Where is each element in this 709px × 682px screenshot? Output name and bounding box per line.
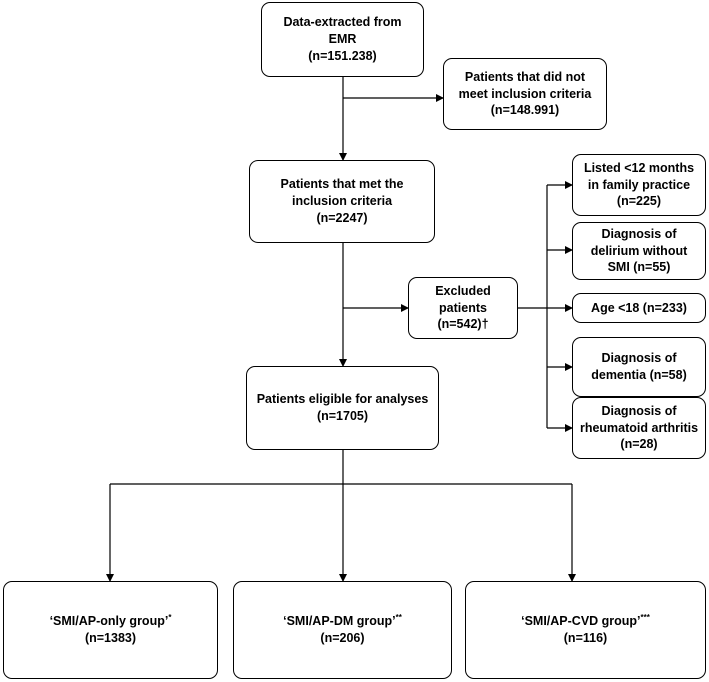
box-extracted: Data-extracted from EMR(n=151.238)	[261, 2, 424, 77]
box-dm-group: ‘SMI/AP-DM group’**(n=206)	[233, 581, 452, 679]
box-eligible: Patients eligible for analyses(n=1705)	[246, 366, 439, 450]
box-only-group: ‘SMI/AP-only group’*(n=1383)	[3, 581, 218, 679]
box-age: Age <18 (n=233)	[572, 293, 706, 323]
box-cvd-group: ‘SMI/AP-CVD group’***(n=116)	[465, 581, 706, 679]
